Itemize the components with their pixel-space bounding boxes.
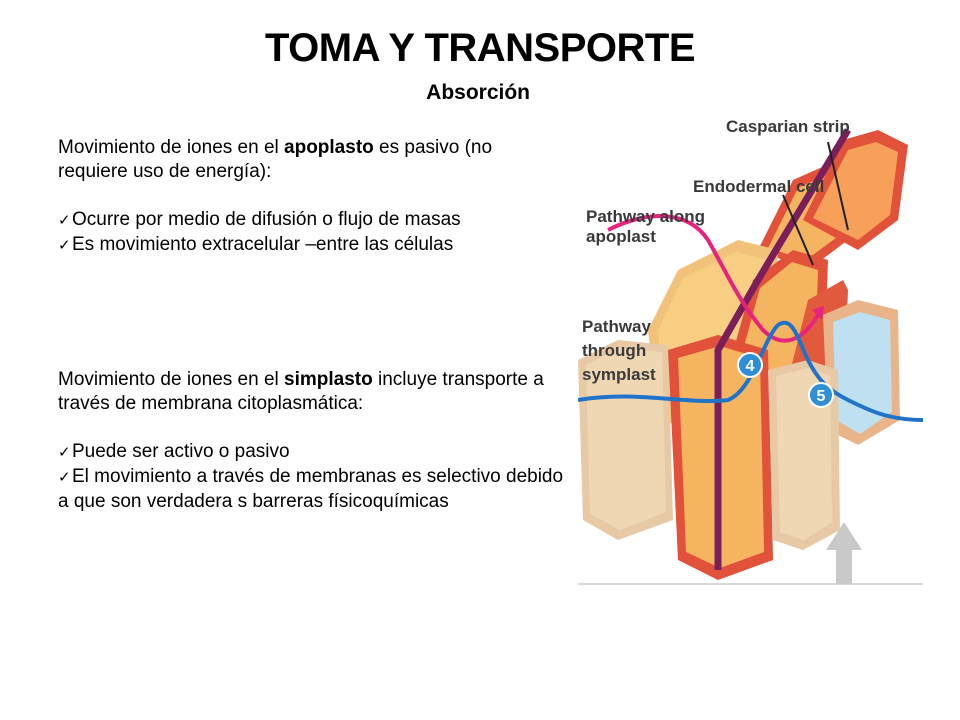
upward-arrow-icon bbox=[826, 522, 862, 584]
list-item: ✓El movimiento a través de membranas es … bbox=[58, 466, 564, 512]
arrowhead-icon bbox=[812, 306, 824, 320]
symplast-label-line1: Pathway bbox=[582, 317, 652, 336]
marker-4-icon bbox=[737, 352, 763, 378]
casparian-label: Casparian strip bbox=[726, 117, 850, 136]
checkmark-icon: ✓ bbox=[58, 212, 71, 229]
checkmark-icon: ✓ bbox=[58, 469, 71, 486]
symplast-label-line3: symplast bbox=[582, 365, 656, 384]
apoplast-term: apoplasto bbox=[284, 137, 374, 158]
apoplast-label-line2: apoplast bbox=[586, 227, 656, 246]
symplast-path-line bbox=[577, 320, 924, 422]
endodermal-label: Endodermal cell bbox=[693, 177, 824, 196]
marker-5-icon bbox=[808, 382, 834, 408]
apoplast-intro: Movimiento de iones en el apoplasto es p… bbox=[58, 137, 493, 182]
marker-label: 5 bbox=[817, 388, 826, 405]
cell-row-back bbox=[758, 130, 908, 270]
root-diagram: 4 5 Casparian strip Endodermal cell Path… bbox=[577, 117, 924, 585]
apoplast-label-line1: Pathway along bbox=[586, 207, 705, 226]
symplast-term: simplasto bbox=[284, 369, 373, 390]
checkmark-icon: ✓ bbox=[58, 444, 71, 461]
marker-label: 4 bbox=[746, 358, 755, 375]
symplast-label-line2: through bbox=[582, 341, 646, 360]
slide-title: TOMA Y TRANSPORTE bbox=[264, 26, 696, 70]
list-item: ✓Es movimiento extracelular –entre las c… bbox=[58, 233, 508, 258]
symplast-intro: Movimiento de iones en el simplasto incl… bbox=[58, 369, 544, 414]
slide-subtitle: Absorción bbox=[426, 81, 530, 104]
apoplast-path-line bbox=[607, 214, 820, 343]
apoplast-text-block: Movimiento de iones en el apoplasto es p… bbox=[58, 136, 508, 258]
casparian-strip bbox=[714, 128, 852, 570]
root-cross-section-figure: 4 5 Casparian strip Endodermal cell Path… bbox=[577, 100, 924, 586]
list-item: ✓Ocurre por medio de difusión o flujo de… bbox=[58, 208, 508, 233]
list-item: ✓Puede ser activo o pasivo bbox=[58, 440, 578, 465]
checkmark-icon: ✓ bbox=[58, 237, 71, 254]
symplast-text-block: Movimiento de iones en el simplasto incl… bbox=[58, 368, 578, 514]
